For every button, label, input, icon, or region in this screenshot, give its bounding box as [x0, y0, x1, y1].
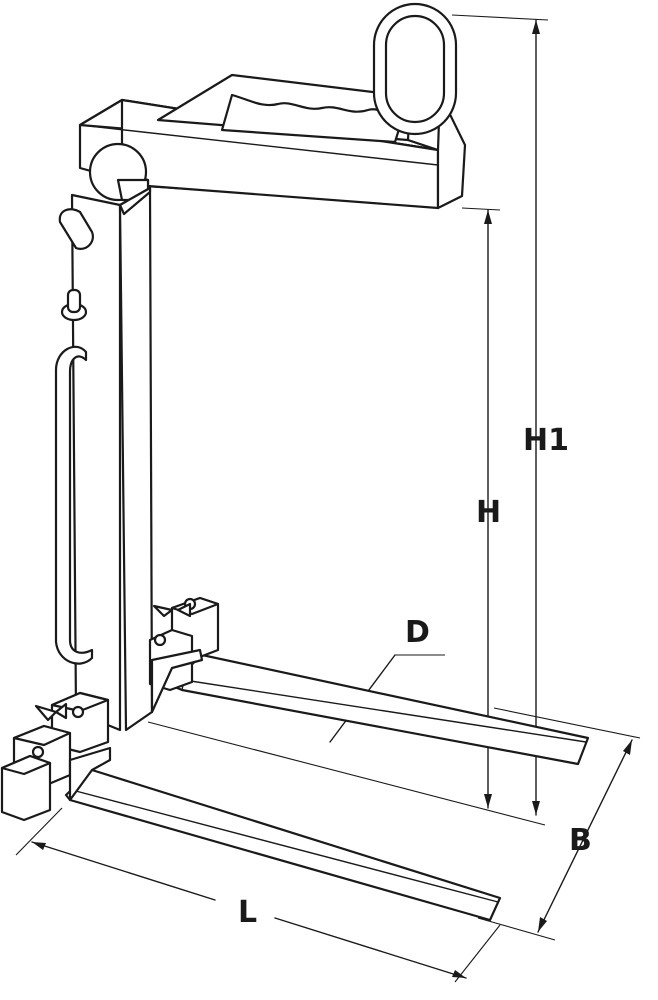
front-fork	[64, 768, 502, 922]
dimension-labels: H1 H D B L	[238, 423, 592, 930]
lifting-eye	[372, 2, 458, 136]
label-l: L	[238, 895, 257, 930]
top-beam	[78, 73, 467, 210]
front-fork-blocks	[0, 691, 112, 822]
back-fork-blocks	[148, 596, 220, 714]
label-d: D	[405, 615, 430, 650]
vertical-mast	[54, 186, 154, 732]
back-fork	[168, 653, 590, 766]
label-b: B	[569, 823, 592, 858]
label-h: H	[476, 495, 501, 530]
label-h1: H1	[523, 423, 569, 458]
